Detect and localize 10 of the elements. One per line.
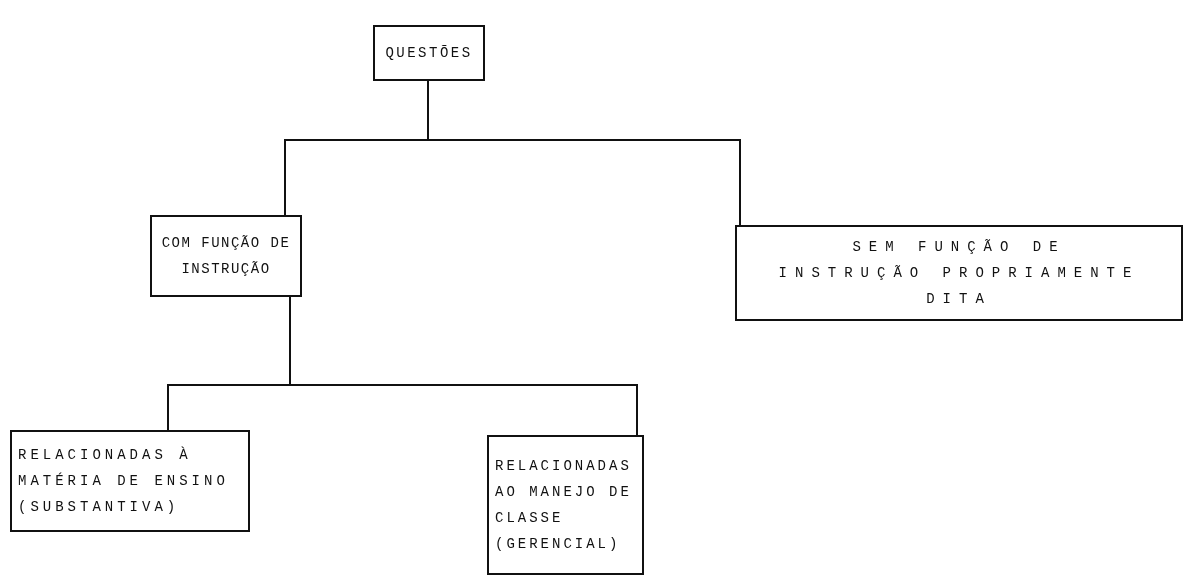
category-label: QUESTÕES [385, 44, 473, 63]
category-box [487, 435, 644, 575]
category-box [735, 225, 1183, 321]
category-label: RELACIONADAS AO MANEJO DE CLASSE (GERENCIAL) [495, 457, 633, 554]
category-label: SEM FUNÇÃO DE INSTRUÇÃO PROPRIAMENTE DITA [777, 238, 1141, 309]
category-box [373, 25, 485, 81]
category-label: COM FUNÇÃO DE INSTRUÇÃO [160, 234, 292, 279]
category-label: RELACIONADAS À MATÉRIA DE ENSINO (SUBSTANTIVA) [18, 445, 230, 517]
category-box [10, 430, 250, 532]
category-box [150, 215, 302, 297]
